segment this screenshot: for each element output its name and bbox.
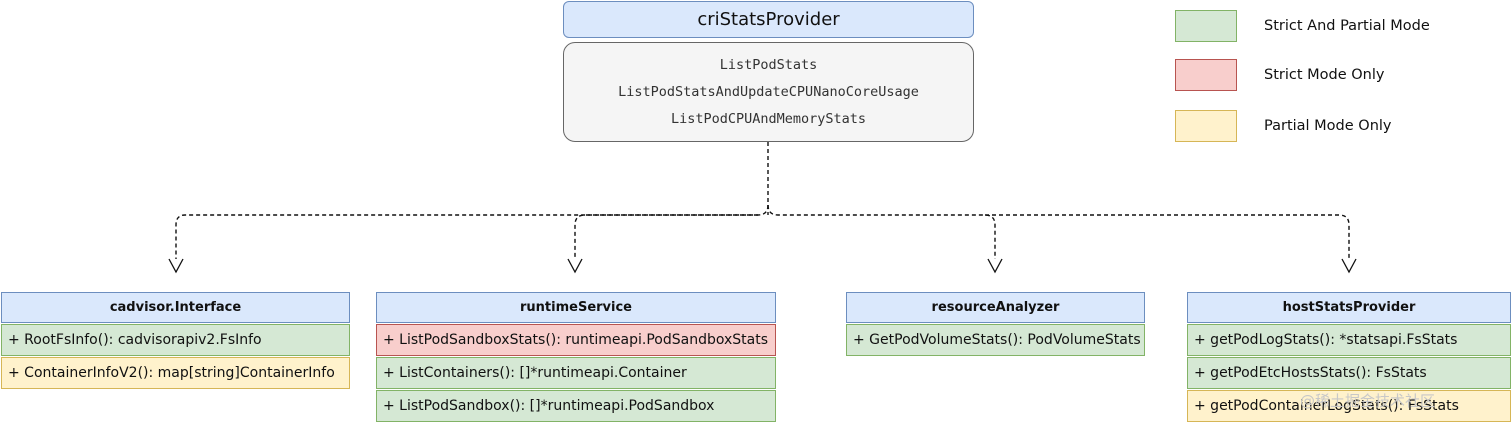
class-method: + ContainerInfoV2(): map[string]Containe… bbox=[1, 357, 350, 389]
watermark: @稀土掘金技术社区 bbox=[1300, 392, 1436, 410]
class-hoststatsprovider: hostStatsProvider + getPodLogStats(): *s… bbox=[1187, 292, 1511, 422]
provider-method: ListPodStatsAndUpdateCPUNanoCoreUsage bbox=[618, 84, 919, 100]
cristatsprovider-title: criStatsProvider bbox=[563, 1, 974, 38]
provider-method: ListPodCPUAndMemoryStats bbox=[670, 111, 867, 127]
class-header: cadvisor.Interface bbox=[1, 292, 350, 323]
legend-label-strict-partial: Strict And Partial Mode bbox=[1264, 18, 1430, 34]
class-method: + ListPodSandboxStats(): runtimeapi.PodS… bbox=[376, 324, 776, 356]
class-method: + getPodLogStats(): *statsapi.FsStats bbox=[1187, 324, 1511, 356]
connector-hoststatsprovider bbox=[985, 214, 1357, 274]
class-header: resourceAnalyzer bbox=[846, 292, 1145, 323]
class-runtimeservice: runtimeService + ListPodSandboxStats(): … bbox=[376, 292, 776, 422]
class-method: + getPodEtcHostsStats(): FsStats bbox=[1187, 357, 1511, 389]
legend-swatch-partial bbox=[1175, 110, 1237, 142]
class-method: + GetPodVolumeStats(): PodVolumeStats bbox=[846, 324, 1145, 356]
class-method: + RootFsInfo(): cadvisorapiv2.FsInfo bbox=[1, 324, 350, 356]
provider-method: ListPodStats bbox=[719, 57, 818, 73]
cristatsprovider-methods: ListPodStats ListPodStatsAndUpdateCPUNan… bbox=[563, 42, 974, 142]
connector-cadvisor bbox=[168, 204, 769, 274]
class-resourceanalyzer: resourceAnalyzer + GetPodVolumeStats(): … bbox=[846, 292, 1145, 356]
class-method: + ListContainers(): []*runtimeapi.Contai… bbox=[376, 357, 776, 389]
connector-resourceanalyzer bbox=[767, 204, 1003, 274]
class-header: hostStatsProvider bbox=[1187, 292, 1511, 323]
connector-runtimeservice bbox=[567, 214, 758, 274]
legend-label-strict: Strict Mode Only bbox=[1264, 67, 1385, 83]
class-header: runtimeService bbox=[376, 292, 776, 323]
class-method: + ListPodSandbox(): []*runtimeapi.PodSan… bbox=[376, 390, 776, 422]
legend-swatch-strict-partial bbox=[1175, 10, 1237, 42]
legend-swatch-strict bbox=[1175, 59, 1237, 91]
class-method: + getPodContainerLogStats(): FsStats bbox=[1187, 390, 1511, 422]
legend-label-partial: Partial Mode Only bbox=[1264, 118, 1392, 134]
provider-title-text: criStatsProvider bbox=[697, 9, 840, 30]
class-cadvisor-interface: cadvisor.Interface + RootFsInfo(): cadvi… bbox=[1, 292, 350, 389]
